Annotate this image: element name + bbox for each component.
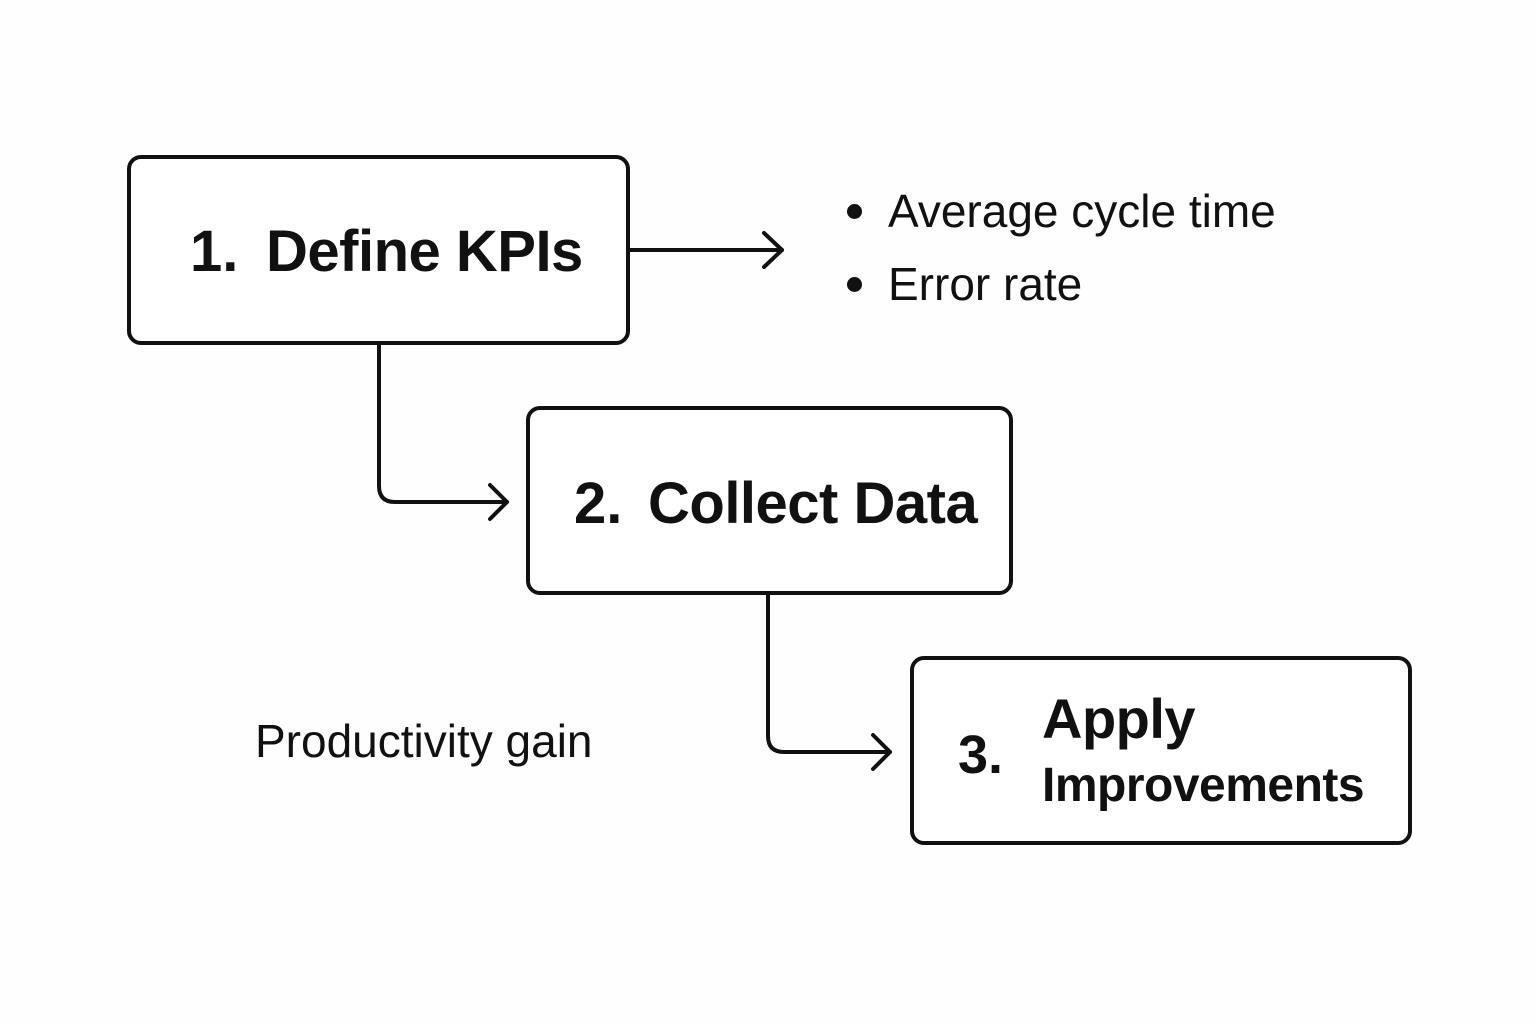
arrow-step2-to-step3 (766, 593, 892, 771)
productivity-note: Productivity gain (255, 715, 593, 767)
step-2-label: Collect Data (648, 471, 978, 536)
step-1-number: 1. (190, 219, 239, 284)
step-3-label-line-2: Improvements (1042, 759, 1365, 812)
step-1-label: Define KPIs (266, 219, 583, 284)
step-3-box (910, 656, 1412, 845)
step-2-box (526, 406, 1013, 595)
bullet-dot (847, 277, 862, 292)
bullet-dot (847, 204, 862, 219)
kpi-example-2: Error rate (888, 258, 1083, 310)
step-3-label-line-1: Apply (1042, 687, 1196, 750)
step-3-number: 3. (958, 725, 1004, 785)
step-2-number: 2. (574, 471, 623, 536)
arrow-to-kpi-list (628, 231, 784, 269)
arrow-step1-to-step2 (377, 343, 509, 521)
step-1-box (127, 155, 630, 345)
kpi-example-1: Average cycle time (888, 185, 1276, 237)
